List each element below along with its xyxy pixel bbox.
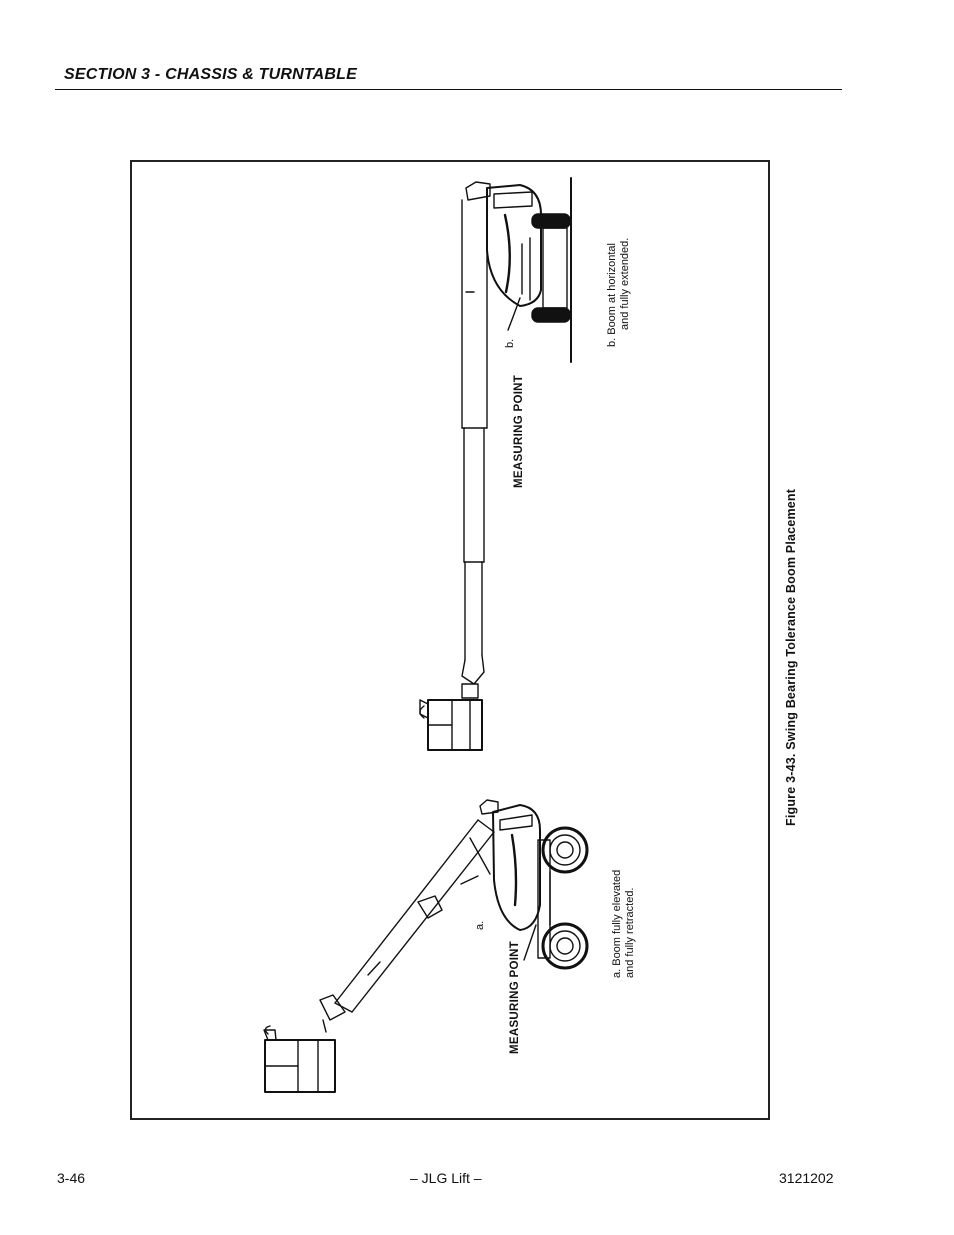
- machine-b-drawing: [419, 177, 572, 751]
- position-b-measuring-point-label: MEASURING POINT: [513, 374, 525, 488]
- wheel-icon: [541, 826, 589, 874]
- position-a-description-line1: a. Boom fully elevated: [611, 869, 623, 978]
- position-a-description-line2: and fully retracted.: [624, 887, 636, 979]
- position-b-description-line2: and fully extended.: [619, 237, 631, 330]
- header-rule: [55, 89, 842, 90]
- position-b-description-line1: b. Boom at horizontal: [606, 243, 618, 347]
- position-a-marker: a.: [474, 920, 486, 930]
- machine-a-drawing: [263, 799, 589, 1093]
- page-number: 3-46: [57, 1170, 86, 1186]
- doc-number: 3121202: [779, 1170, 834, 1186]
- wheel-icon: [531, 307, 571, 323]
- figure-frame: [130, 160, 770, 1120]
- section-title: SECTION 3 - CHASSIS & TURNTABLE: [64, 66, 358, 83]
- footer-center-text: – JLG Lift –: [410, 1170, 482, 1186]
- figure-caption: Figure 3-43. Swing Bearing Tolerance Boo…: [784, 488, 798, 826]
- position-a-measuring-point-label: MEASURING POINT: [509, 940, 521, 1054]
- position-b-marker: b.: [504, 338, 516, 348]
- wheel-icon: [531, 213, 571, 229]
